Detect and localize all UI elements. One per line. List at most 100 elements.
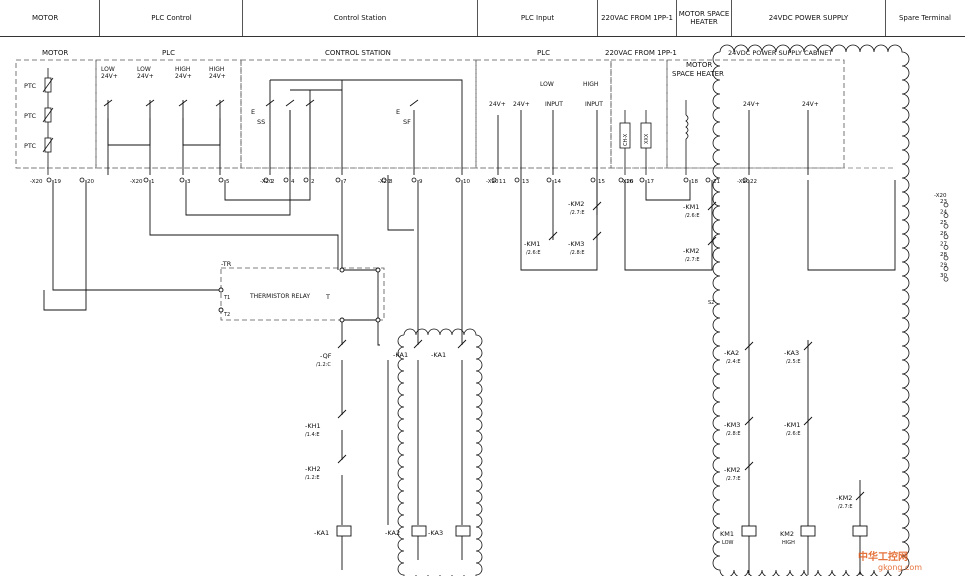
coils <box>218 267 868 537</box>
ptc-label-2: PTC <box>24 112 37 120</box>
terminal-number: 8 <box>389 179 393 185</box>
spare-terminal-point <box>943 245 949 250</box>
plc-right-v24-1: 24V+ <box>489 101 506 108</box>
label-qf-ref: /1.2:C <box>316 362 331 368</box>
label-km2-dc2: -KM2 <box>836 494 852 502</box>
plc-right-low: LOW <box>540 81 554 88</box>
frame-thermistor <box>220 267 385 321</box>
label-km2-b-ref: /2.7:E <box>685 257 699 263</box>
ptc-label-1: PTC <box>24 82 37 90</box>
spare-terminal-number: 28 <box>940 252 947 258</box>
plc-v24-1: 24V+ <box>101 73 118 80</box>
terminal-point <box>263 177 269 183</box>
label-ka3: -KA3 <box>428 529 443 537</box>
terminal-number: 3 <box>187 179 191 185</box>
label-km3-a: -KM3 <box>568 240 584 248</box>
ptc-label-3: PTC <box>24 142 37 150</box>
spare-terminal-number: 27 <box>940 241 947 247</box>
label-km2-dc-ref: /2.7:E <box>726 476 740 482</box>
coil-ka2 <box>411 525 427 537</box>
header-motor: MOTOR <box>0 0 100 36</box>
label-tr: -TR <box>221 260 232 268</box>
terminal-point <box>143 177 149 183</box>
label-e-sf: E <box>396 108 400 116</box>
label-km2-coil-sub: HIGH <box>782 540 795 546</box>
terminal-point <box>79 177 85 183</box>
label-xxx: XXX <box>644 133 650 144</box>
header-control-station: Control Station <box>243 0 478 36</box>
spare-terminal-number: 24 <box>940 210 947 216</box>
terminal-number: 15 <box>598 179 605 185</box>
title-motor: MOTOR <box>42 49 68 57</box>
plc-right-input-1: INPUT <box>545 101 563 108</box>
label-sf: SF <box>403 118 411 126</box>
spare-terminal-point <box>943 255 949 261</box>
terminal-point <box>683 177 689 183</box>
label-km1-coil: KM1 <box>720 530 734 538</box>
spare-terminal-number: 25 <box>940 220 947 226</box>
terminal-strip-label: -X20 <box>486 179 499 185</box>
header-heater: MOTOR SPACE HEATER <box>677 0 732 36</box>
terminal-strip-label: -X20 <box>621 179 634 185</box>
label-km3-a-ref: /2.8:E <box>570 250 584 256</box>
spare-terminal-number: 23 <box>940 199 947 205</box>
terminal-point <box>411 177 417 183</box>
coil-ka1 <box>336 525 352 537</box>
frame-plc-right <box>475 59 612 169</box>
header-heater-line1: MOTOR SPACE <box>678 10 730 18</box>
label-km2-a-ref: /2.7:E <box>570 210 584 216</box>
spare-terminal-point <box>943 213 949 218</box>
terminal-point <box>455 177 461 183</box>
terminal-point <box>705 177 711 183</box>
terminal-number: 2 <box>271 179 275 185</box>
spare-terminal-point <box>943 266 949 271</box>
dc-v24-2: 24V+ <box>802 101 819 108</box>
coil-ka3 <box>455 525 471 537</box>
terminal-strip-label: -X20 <box>737 179 750 185</box>
terminal-point <box>546 177 552 183</box>
frame-dc <box>666 59 845 169</box>
terminal-number: 22 <box>750 179 757 185</box>
frame-ac <box>610 59 668 169</box>
ac-labels: CH-X XXX <box>623 133 650 146</box>
label-ka1-contact-2: -KA1 <box>431 351 446 359</box>
ptc-sensors <box>42 68 54 175</box>
dc-v24-1: 24V+ <box>743 101 760 108</box>
section-titles: MOTOR PLC CONTROL STATION PLC 220VAC FRO… <box>42 49 832 78</box>
title-dc: 24VDC POWER SUPPLY CABINET <box>728 49 832 57</box>
terminal-number: 13 <box>522 179 529 185</box>
plc-low-1: LOW <box>101 66 115 73</box>
header-heater-line2: HEATER <box>690 18 718 26</box>
terminal-point <box>46 177 52 183</box>
title-heater-2: SPACE HEATER <box>672 70 724 78</box>
plc-left-labels: LOW 24V+ LOW 24V+ HIGH 24V+ HIGH 24V+ <box>101 66 226 80</box>
node-4 <box>375 317 381 323</box>
terminal-point <box>381 177 387 183</box>
node-2 <box>375 267 381 273</box>
watermark-text: 中华工控网 <box>858 552 908 563</box>
label-s2: S2 <box>708 300 714 306</box>
terminal-point <box>742 177 748 183</box>
label-kh1-ref: /1.4:E <box>305 432 319 438</box>
label-thermistor: THERMISTOR RELAY <box>249 293 310 300</box>
component-labels: -TR THERMISTOR RELAY T T1 T2 -QF /1.2:C … <box>221 200 852 546</box>
terminal-number: 9 <box>419 179 423 185</box>
label-ka1-contact: -KA1 <box>393 351 408 359</box>
terminal-number: 5 <box>226 179 230 185</box>
terminal-point <box>179 177 185 183</box>
terminal-number: 20 <box>87 179 94 185</box>
title-plc-left: PLC <box>162 49 175 57</box>
label-km1-b-ref: /2.6:E <box>685 213 699 219</box>
terminal-point <box>514 177 520 183</box>
terminal-number: 21 <box>713 179 720 185</box>
ptc-labels: PTC PTC PTC <box>24 82 37 150</box>
frame-plc-left <box>95 59 242 169</box>
header-spare: Spare Terminal <box>898 14 951 22</box>
wiring <box>43 79 896 575</box>
label-ka2-dc-ref: /2.4:E <box>726 359 740 365</box>
label-km1-dc: -KM1 <box>784 421 800 429</box>
terminal-number: 1 <box>151 179 155 185</box>
terminal-point <box>618 177 624 183</box>
